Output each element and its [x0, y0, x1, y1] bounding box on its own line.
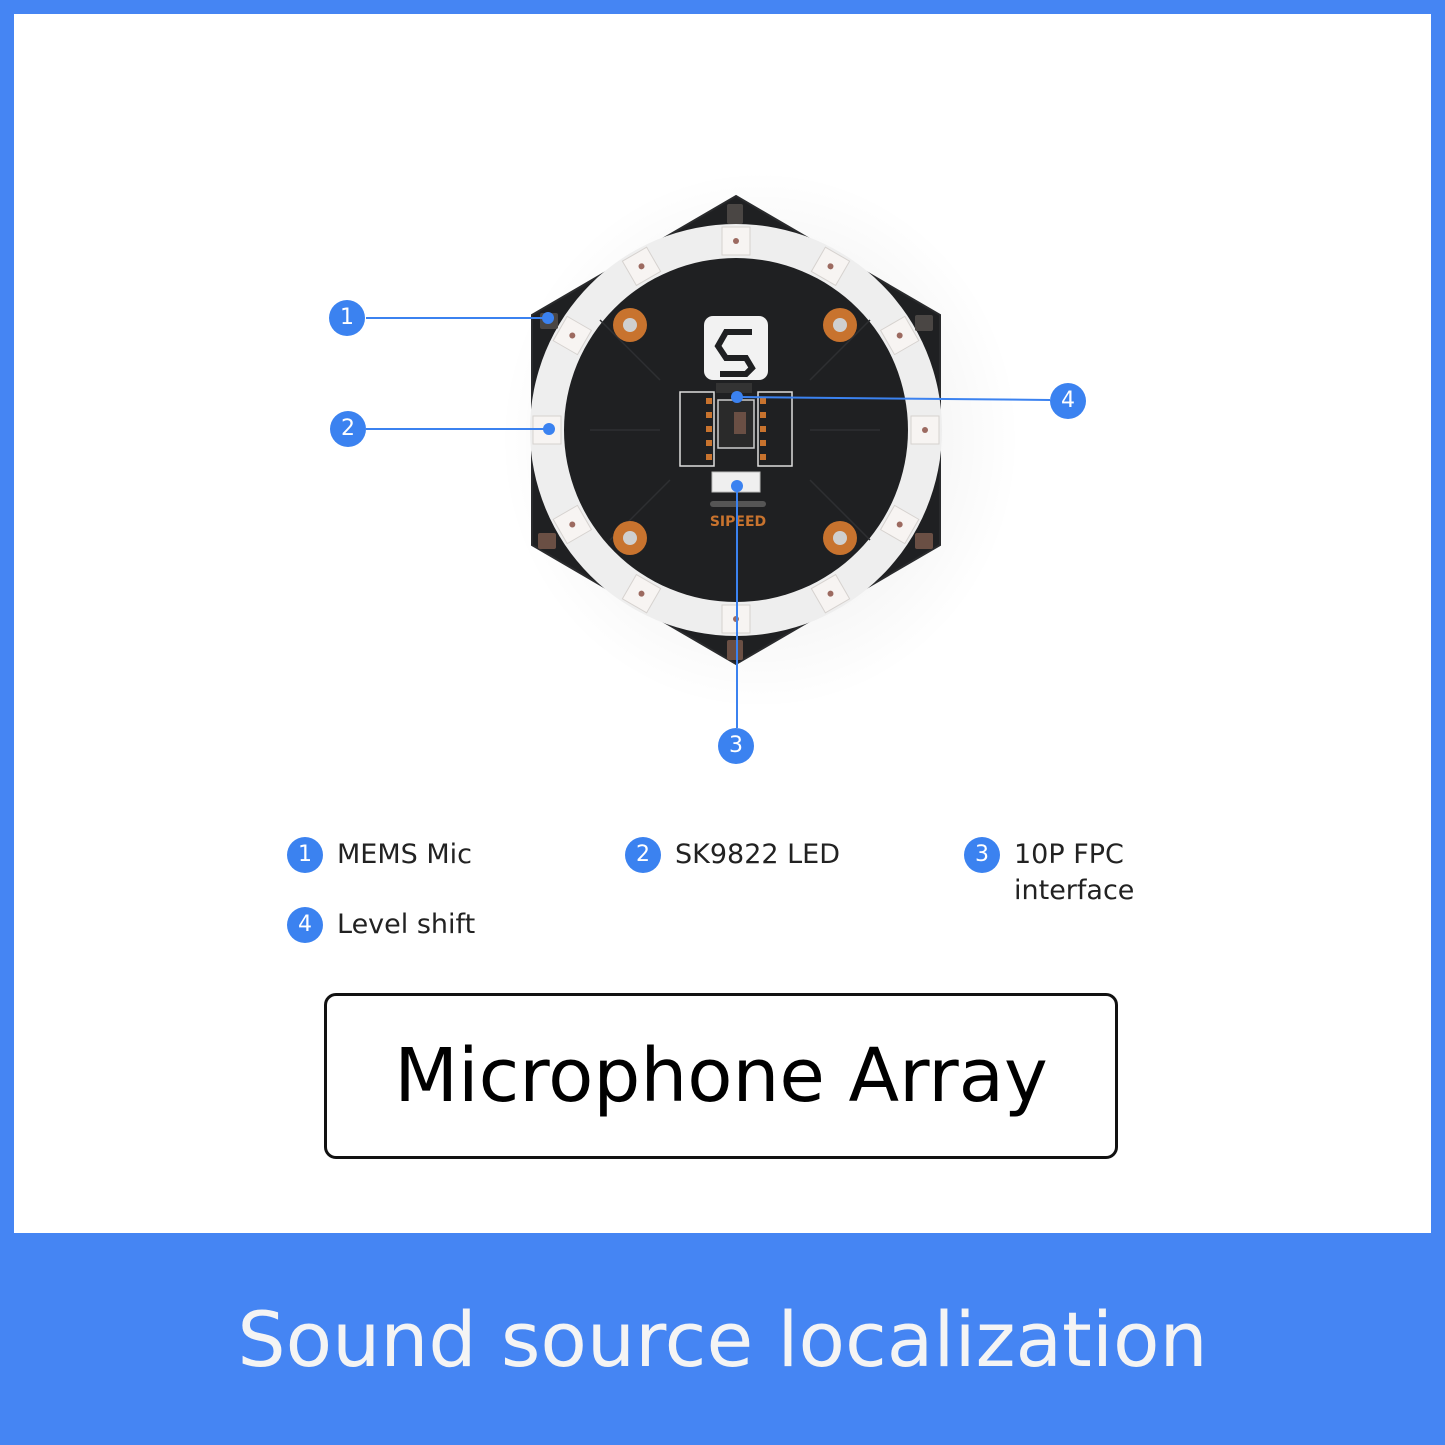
sk9822-leds	[532, 226, 940, 634]
microphone-array-board: SIPEED	[366, 170, 1051, 728]
product-title: Microphone Array	[394, 1033, 1048, 1119]
callout-1-badge: 1	[329, 300, 365, 336]
product-title-box: Microphone Array	[324, 993, 1118, 1159]
callout-4-badge: 4	[1050, 383, 1086, 419]
footer-banner: Sound source localization	[0, 1233, 1445, 1445]
callout-2-badge: 2	[330, 411, 366, 447]
callout-3-badge: 3	[718, 728, 754, 764]
level-shift-chip	[679, 383, 793, 467]
sipeed-logo-icon	[704, 316, 768, 380]
tagline: Sound source localization	[237, 1294, 1208, 1384]
mounting-pads	[613, 308, 857, 555]
